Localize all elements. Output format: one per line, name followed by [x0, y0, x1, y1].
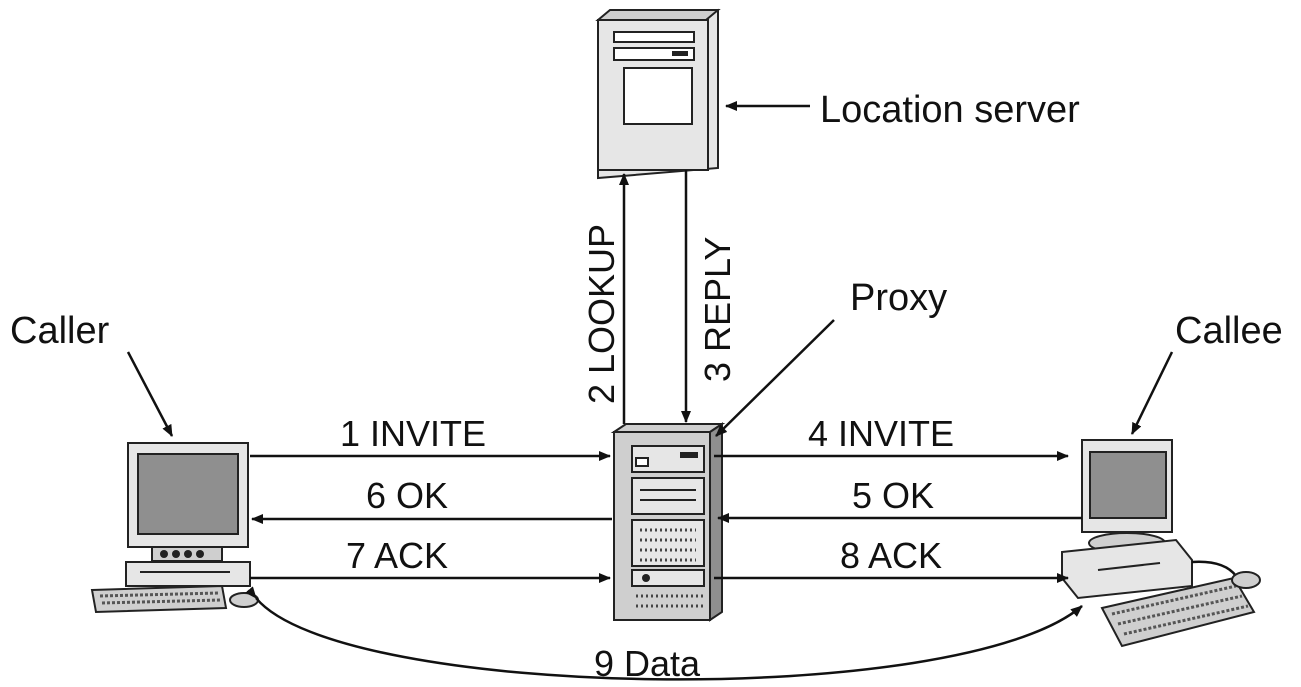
caller-label: Caller: [10, 310, 110, 352]
callee-pointer: [1130, 351, 1174, 435]
msg-8-ack-label: 8 ACK: [840, 535, 942, 576]
proxy-server-icon: [610, 422, 726, 622]
caller-pointer: [126, 351, 174, 437]
msg-6-ok-label: 6 OK: [366, 475, 448, 516]
msg-1-invite-label: 1 INVITE: [340, 413, 486, 454]
location-server-icon: [595, 8, 721, 180]
proxy-pointer: [715, 319, 835, 437]
msg-3-reply-label: 3 REPLY: [697, 237, 738, 382]
location-server-label: Location server: [820, 89, 1080, 131]
msg-5-ok-label: 5 OK: [852, 475, 934, 516]
msg-7-ack-label: 7 ACK: [346, 535, 448, 576]
proxy-label: Proxy: [850, 277, 947, 319]
callee-label: Callee: [1175, 310, 1283, 352]
msg-9-data-label: 9 Data: [594, 643, 701, 684]
msg-9-data-arrow: [245, 586, 1083, 681]
caller-computer-icon: [90, 442, 259, 614]
callee-computer-icon: [1061, 439, 1261, 648]
msg-4-invite-label: 4 INVITE: [808, 413, 954, 454]
msg-2-lookup-label: 2 LOOKUP: [581, 224, 622, 404]
